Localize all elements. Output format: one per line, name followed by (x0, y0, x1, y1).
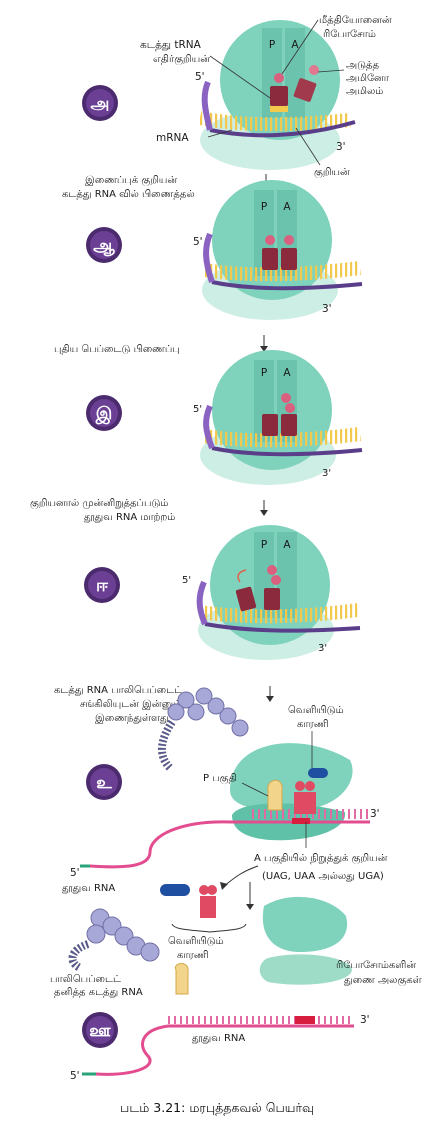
badge-step-4: ஈ (84, 567, 120, 603)
svg-text:ஊ: ஊ (89, 1021, 111, 1041)
label-trna: கடத்து tRNA (140, 39, 202, 51)
polypeptide-chain (158, 687, 249, 771)
svg-text:3': 3' (318, 643, 327, 654)
svg-text:3': 3' (322, 468, 331, 479)
free-trna-label: தனித்த கடத்து RNA (54, 987, 143, 998)
panel-initiation: P A கடத்து tRNA எதிர்குறியன் மீத்தியோனைன… (82, 15, 392, 179)
subunits-label2: துணை அலகுகள் (344, 975, 422, 987)
svg-text:5': 5' (70, 1070, 80, 1082)
large-subunit-free (262, 896, 348, 952)
end3-label: 3' (336, 141, 346, 153)
label-acid: அமிலம் (346, 86, 383, 97)
next-trna (293, 65, 319, 102)
svg-text:A: A (283, 539, 291, 551)
stop-codon-line1: A பகுதியில் நிறுத்துக் குறியன் (254, 853, 388, 865)
svg-text:5': 5' (70, 867, 80, 879)
svg-text:3': 3' (322, 303, 332, 315)
svg-text:P: P (261, 201, 267, 213)
release-free-label2: காரணி (177, 950, 209, 961)
svg-text:5': 5' (193, 404, 202, 415)
panel-binding: P A 5' 3' ஆ (86, 180, 363, 320)
svg-text:P: P (261, 367, 267, 379)
svg-text:3': 3' (360, 1014, 370, 1026)
mrna-label-6: தூதுவ RNA (192, 1033, 245, 1044)
badge-step-1: அ (82, 85, 118, 121)
release-factor (294, 781, 316, 814)
release-free-label1: வெளியிடும் (168, 936, 224, 947)
step5-line2: சங்கிலியுடன் இன்னும் (80, 699, 181, 710)
svg-text:P: P (261, 539, 267, 551)
end5-label: 5' (195, 71, 205, 83)
badge-step-3: இ (86, 395, 122, 431)
svg-text:3': 3' (370, 808, 380, 820)
label-anticodon: எதிர்குறியன் (153, 54, 210, 66)
svg-text:ஈ: ஈ (96, 576, 109, 596)
p-site-region-label: P பகுதி (203, 773, 237, 785)
label-amino: அமினோ (346, 73, 390, 84)
badge-step-6: ஊ (82, 1012, 118, 1048)
small-subunit-free (259, 954, 352, 985)
step2-line2: கடத்து RNA வில் பிணைத்தல் (62, 189, 195, 200)
panel-termination: வெளியிடும் காரணி P பகுதி 3' 5' உ (70, 687, 380, 879)
p-site-label: P (269, 39, 275, 51)
mrna-label-5: தூதுவ RNA (62, 883, 115, 894)
figure-caption: படம் 3.21: மரபுத்தகவல் பெயர்வு (120, 1100, 314, 1115)
a-site-label: A (291, 39, 299, 51)
stop-codon-line2: (UAG, UAA அல்லது UGA) (262, 871, 384, 882)
release-factor-free-blue (160, 884, 190, 896)
label-next: அடுத்த (346, 60, 380, 71)
polypeptide-label: பாலிபெப்டைட் (50, 974, 121, 985)
step4-line2: தூதுவ RNA மாற்றம் (84, 512, 175, 523)
mrna-bases (198, 111, 351, 132)
badge-step-5: உ (86, 764, 122, 800)
release-factor-free (199, 885, 217, 918)
label-ribosome: ரிபோசோம் (323, 29, 376, 40)
trna-p-site (267, 779, 283, 811)
badge-step-2: ஆ (86, 227, 122, 263)
panel-release-products: வெளியிடும் காரணி பாலிபெப்டைட் தனித்த கடத… (50, 884, 422, 1082)
release-factor-blue (308, 768, 328, 778)
svg-text:5': 5' (182, 575, 191, 586)
panel-translocation: P A 5' 3' ஈ (84, 525, 361, 660)
mrna-5-tail (201, 80, 213, 131)
svg-text:அ: அ (91, 94, 110, 114)
svg-text:A: A (283, 201, 291, 213)
svg-text:5': 5' (193, 236, 203, 248)
initiator-trna (270, 73, 288, 112)
release-label2: காரணி (297, 719, 329, 730)
svg-text:இ: இ (95, 404, 113, 424)
step5-line3: இணைந்துள்ளது (95, 713, 169, 724)
panel-peptide-bond: P A 5' 3' இ (86, 350, 363, 485)
step4-line1: குறியனால் முன்னிறுத்தப்படும் (30, 498, 168, 510)
free-polypeptide (68, 908, 160, 972)
release-label1: வெளியிடும் (288, 705, 344, 716)
svg-text:ஆ: ஆ (93, 236, 115, 256)
svg-text:A: A (283, 367, 291, 379)
step2-line1: இணைப்புக் குறியன் (85, 175, 177, 187)
step5-line1: கடத்து RNA பாலிபெப்டைட் (54, 685, 182, 696)
label-methionine: மீத்தியோனைன் (319, 15, 392, 26)
step3-label: புதிய பெப்டைடு பிணைப்பு (54, 344, 180, 355)
label-codon: குறியன் (314, 167, 350, 179)
subunits-label1: ரிபோசோம்களின் (336, 960, 416, 971)
svg-text:உ: உ (96, 773, 112, 793)
free-trna (174, 963, 189, 995)
label-mrna: mRNA (156, 132, 189, 144)
